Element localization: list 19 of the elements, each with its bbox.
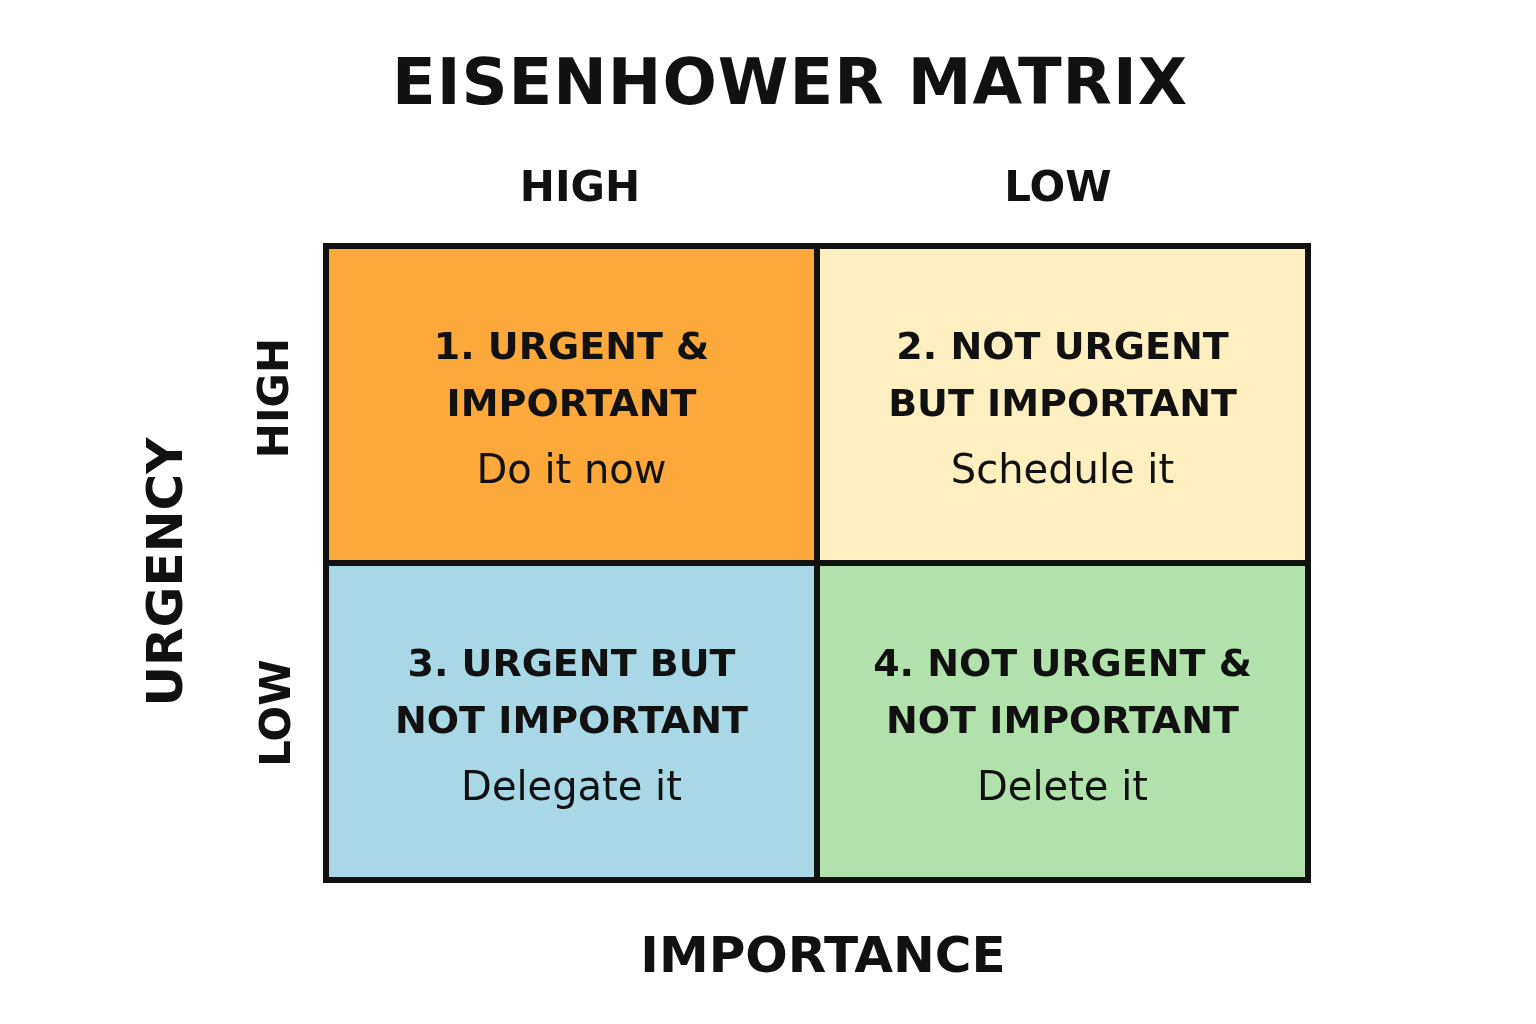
- action-text: Delegate it: [461, 762, 682, 809]
- quadrant-heading: 3. URGENT BUT NOT IMPORTANT: [394, 639, 749, 744]
- quadrant: [329, 249, 814, 560]
- quadrant: [820, 249, 1305, 560]
- axis-level-label: LOW: [1004, 161, 1112, 211]
- action-text: Delete it: [977, 762, 1148, 809]
- quadrant: [820, 566, 1305, 877]
- quadrant: [329, 566, 814, 877]
- action-text: Schedule it: [950, 445, 1175, 492]
- quadrant-heading: 1. URGENT & IMPORTANT: [432, 322, 711, 427]
- action-text: Do it now: [476, 445, 667, 492]
- quadrant-heading: 4. NOT URGENT & NOT IMPORTANT: [872, 639, 1253, 744]
- quadrant-heading: 2. NOT URGENT BUT IMPORTANT: [887, 322, 1238, 427]
- diagram-title: EISENHOWER MATRIX: [391, 45, 1189, 119]
- axis-level-label: HIGH: [519, 161, 641, 211]
- axis-title: URGENCY: [136, 437, 194, 707]
- axis-level-label: LOW: [250, 659, 300, 767]
- axis-title: IMPORTANCE: [640, 926, 1006, 984]
- axis-level-label: HIGH: [248, 337, 298, 459]
